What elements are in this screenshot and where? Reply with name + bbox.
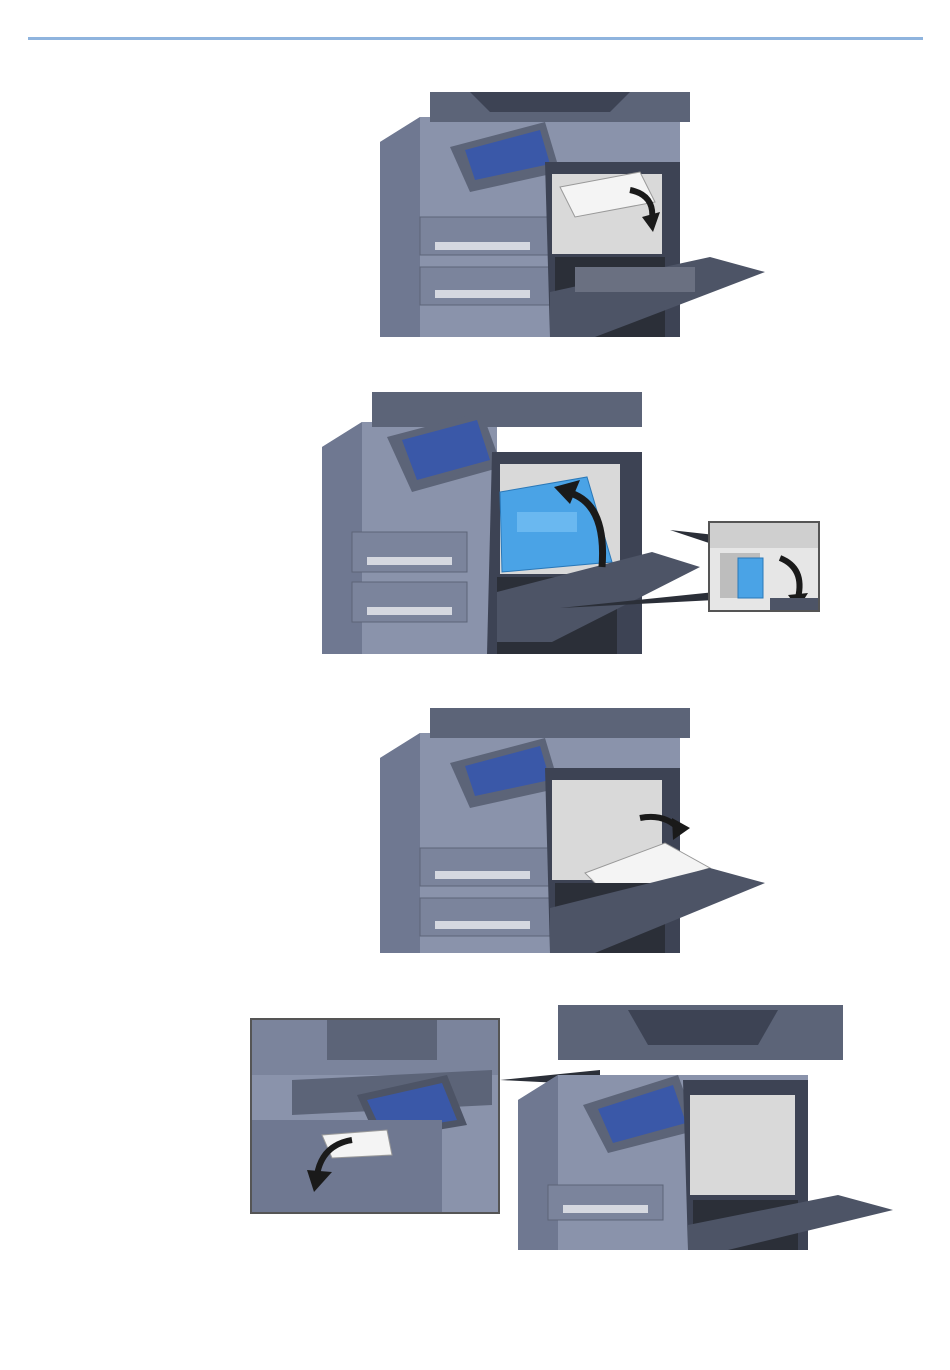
printer-right-cover-open-image: [380, 92, 765, 337]
step-4-illustration: [518, 1005, 893, 1250]
step-2-callout-lines: [560, 530, 715, 610]
lever-detail-image: [710, 523, 818, 610]
header-rule: [28, 37, 923, 40]
page-footer-space: [0, 1270, 950, 1370]
output-tray-detail-image: [252, 1020, 498, 1212]
printer-duplex-unit-image: [380, 708, 765, 953]
step-2-detail-inset: [708, 521, 820, 612]
step-2-illustration: [322, 392, 700, 654]
step-1-illustration: [380, 92, 765, 337]
printer-conveyor-cover-image: [322, 392, 700, 654]
step-4-detail-inset: [250, 1018, 500, 1214]
printer-front-output-image: [518, 1005, 893, 1250]
step-3-illustration: [380, 708, 765, 953]
